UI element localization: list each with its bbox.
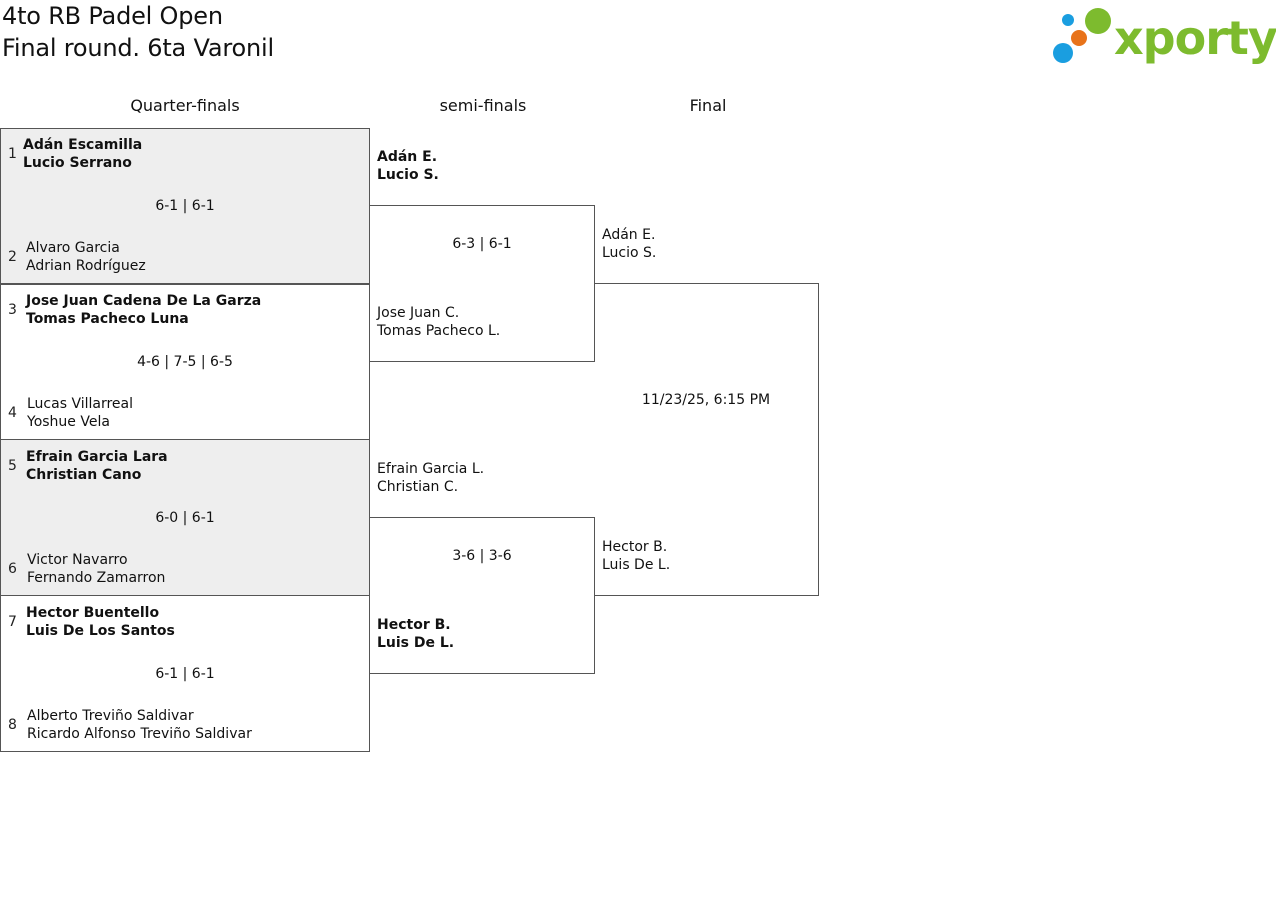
logo-dot-blue-small (1062, 14, 1074, 26)
seed-number: 5 (8, 458, 17, 474)
team-winner: Hector Buentello Luis De Los Santos (26, 604, 175, 640)
team-loser: Lucas Villarreal Yoshue Vela (27, 395, 133, 431)
match-score: 4-6 | 7-5 | 6-5 (137, 354, 233, 370)
player-name: Ricardo Alfonso Treviño Saldivar (27, 726, 252, 742)
player-name: Victor Navarro (27, 552, 128, 568)
player-name: Hector B. (602, 539, 668, 555)
team-loser: Jose Juan C. Tomas Pacheco L. (377, 304, 500, 340)
player-name: Adán E. (377, 149, 438, 165)
match-score: 6-0 | 6-1 (155, 510, 215, 526)
team-loser: Victor Navarro Fernando Zamarron (27, 551, 165, 587)
seed-number: 6 (8, 561, 17, 577)
team-winner: Adán E. Lucio S. (377, 148, 439, 184)
logo-dot-blue-large (1053, 43, 1073, 63)
player-name: Jose Juan Cadena De La Garza (26, 293, 262, 309)
final-team-top: Adán E. Lucio S. (602, 226, 656, 262)
team-winner: Jose Juan Cadena De La Garza Tomas Pache… (26, 292, 261, 328)
player-name: Tomas Pacheco Luna (26, 311, 189, 327)
player-name: Tomas Pacheco L. (377, 323, 501, 339)
column-header-semifinals: semi-finals (439, 96, 527, 115)
quarterfinal-match-1[interactable]: 1 Adán Escamilla Lucio Serrano 6-1 | 6-1… (0, 128, 370, 285)
match-score: 6-3 | 6-1 (452, 236, 512, 252)
logo-dot-green (1085, 8, 1111, 34)
player-name: Adán E. (602, 227, 656, 243)
match-schedule: 11/23/25, 6:15 PM (641, 392, 771, 408)
logo-dot-orange (1071, 30, 1087, 46)
team-loser: Alberto Treviño Saldivar Ricardo Alfonso… (27, 707, 252, 743)
player-name: Efrain Garcia Lara (26, 449, 168, 465)
player-name: Alberto Treviño Saldivar (27, 708, 194, 724)
match-score: 3-6 | 3-6 (452, 548, 512, 564)
seed-number: 3 (8, 302, 17, 318)
player-name: Lucas Villarreal (27, 396, 134, 412)
column-header-final: Final (689, 96, 727, 115)
team-loser: Efrain Garcia L. Christian C. (377, 460, 484, 496)
seed-number: 7 (8, 614, 17, 630)
player-name: Lucio S. (602, 245, 657, 261)
seed-number: 2 (8, 249, 17, 265)
player-name: Alvaro Garcia (26, 240, 120, 256)
xporty-logo: xporty (1053, 8, 1276, 65)
player-name: Jose Juan C. (377, 305, 460, 321)
player-name: Christian C. (377, 479, 459, 495)
player-name: Adán Escamilla (23, 137, 143, 153)
player-name: Luis De Los Santos (26, 623, 175, 639)
team-winner: Efrain Garcia Lara Christian Cano (26, 448, 168, 484)
quarterfinal-match-4[interactable]: 7 Hector Buentello Luis De Los Santos 6-… (0, 595, 370, 752)
player-name: Efrain Garcia L. (377, 461, 485, 477)
seed-number: 4 (8, 405, 17, 421)
player-name: Hector B. (377, 617, 451, 633)
player-name: Christian Cano (26, 467, 142, 483)
player-name: Yoshue Vela (27, 414, 110, 430)
player-name: Luis De L. (377, 635, 455, 651)
seed-number: 1 (8, 146, 17, 162)
team-winner: Adán Escamilla Lucio Serrano (23, 136, 142, 172)
match-score: 6-1 | 6-1 (155, 198, 215, 214)
tournament-title: 4to RB Padel Open (2, 2, 223, 30)
column-header-quarterfinals: Quarter-finals (130, 96, 240, 115)
quarterfinal-match-2[interactable]: 3 Jose Juan Cadena De La Garza Tomas Pac… (0, 283, 370, 440)
final-team-bottom: Hector B. Luis De L. (602, 538, 670, 574)
final-match[interactable] (594, 283, 819, 596)
player-name: Fernando Zamarron (27, 570, 166, 586)
player-name: Luis De L. (602, 557, 671, 573)
logo-wordmark: xporty (1114, 11, 1276, 65)
player-name: Lucio Serrano (23, 155, 132, 171)
round-title: Final round. 6ta Varonil (2, 34, 274, 62)
team-loser: Alvaro Garcia Adrian Rodríguez (26, 239, 146, 275)
quarterfinal-match-3[interactable]: 5 Efrain Garcia Lara Christian Cano 6-0 … (0, 439, 370, 596)
seed-number: 8 (8, 717, 17, 733)
match-score: 6-1 | 6-1 (155, 666, 215, 682)
player-name: Hector Buentello (26, 605, 160, 621)
player-name: Lucio S. (377, 167, 439, 183)
player-name: Adrian Rodríguez (26, 258, 146, 274)
team-winner: Hector B. Luis De L. (377, 616, 454, 652)
